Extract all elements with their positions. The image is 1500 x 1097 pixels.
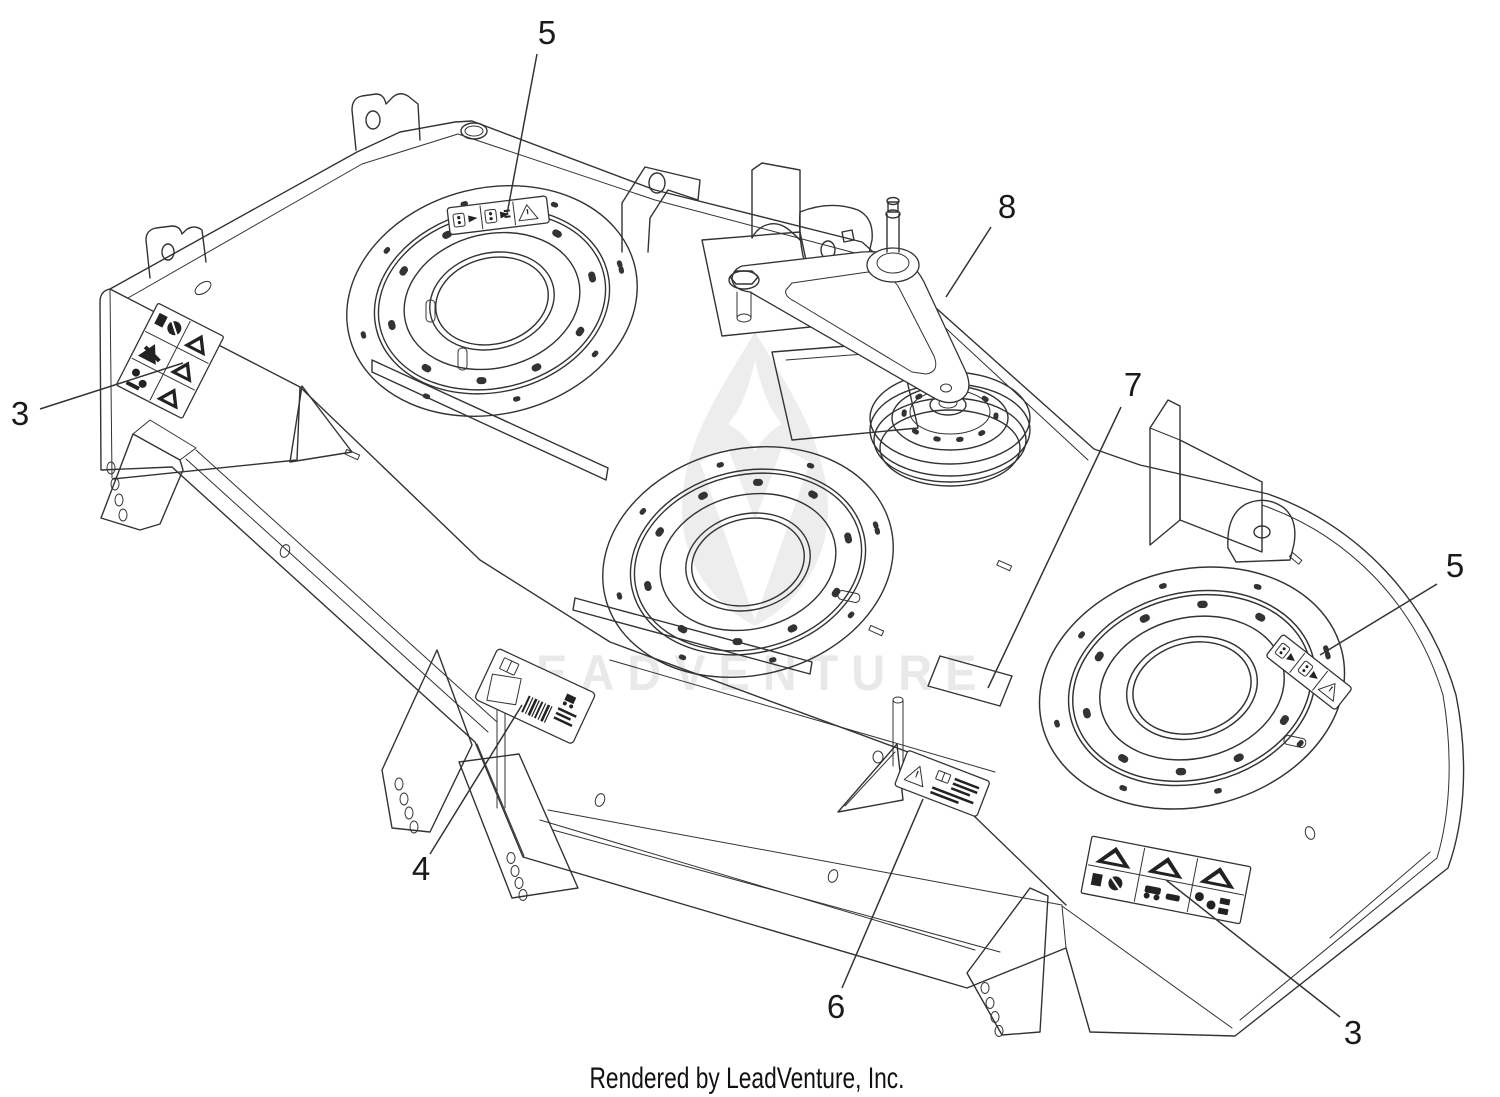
callout-3-bottom-leader [1165, 879, 1341, 1018]
watermark-flame-icon [682, 332, 828, 626]
callout-7-leader [987, 406, 1122, 689]
deck-baffles [371, 359, 1013, 809]
decal-warning-grid-left [116, 303, 224, 419]
callout-5-top[interactable]: 5 [538, 14, 556, 51]
gusset-front-right [966, 887, 1049, 1037]
idler-arm-assembly [701, 196, 1031, 487]
spindle-plate-right [1014, 536, 1371, 841]
callout-layer: 5 8 3 7 5 4 6 3 [11, 14, 1464, 1051]
gusset-front-left [381, 649, 473, 834]
callout-8[interactable]: 8 [998, 188, 1016, 225]
callout-6[interactable]: 6 [827, 988, 845, 1025]
gusset-left [100, 419, 197, 531]
gusset-mid [837, 743, 904, 813]
mounting-tab-left [145, 225, 207, 279]
callout-5-top-leader [506, 53, 538, 215]
callout-3-bottom[interactable]: 3 [1344, 1014, 1362, 1051]
decal-product-label [474, 648, 596, 744]
decal-spindle-warning-right [1266, 634, 1352, 710]
decal-warning-grid-bottom [1080, 835, 1252, 925]
gusset-front-center [458, 753, 579, 901]
belt-cover-brackets [621, 162, 873, 269]
callout-4-leader [429, 704, 523, 855]
gusset-left-small [289, 385, 353, 463]
decal-spindle-warning-top [446, 195, 550, 236]
right-channel-bracket [1149, 399, 1296, 563]
spindle-plate-center [578, 417, 918, 707]
callout-5-right[interactable]: 5 [1446, 547, 1464, 584]
callout-7[interactable]: 7 [1124, 366, 1142, 403]
callout-4[interactable]: 4 [412, 850, 430, 887]
callout-3-left-leader [39, 362, 184, 410]
callout-3-left[interactable]: 3 [11, 395, 29, 432]
callout-8-leader [945, 226, 992, 298]
decal-caution-center [894, 750, 990, 817]
callout-5-right-leader [1319, 583, 1438, 656]
mounting-tab-top [351, 93, 421, 151]
spindle-plate-left [322, 156, 662, 446]
callout-6-leader [841, 798, 924, 989]
footer-text: Rendered by LeadVenture, Inc. [590, 1062, 905, 1095]
